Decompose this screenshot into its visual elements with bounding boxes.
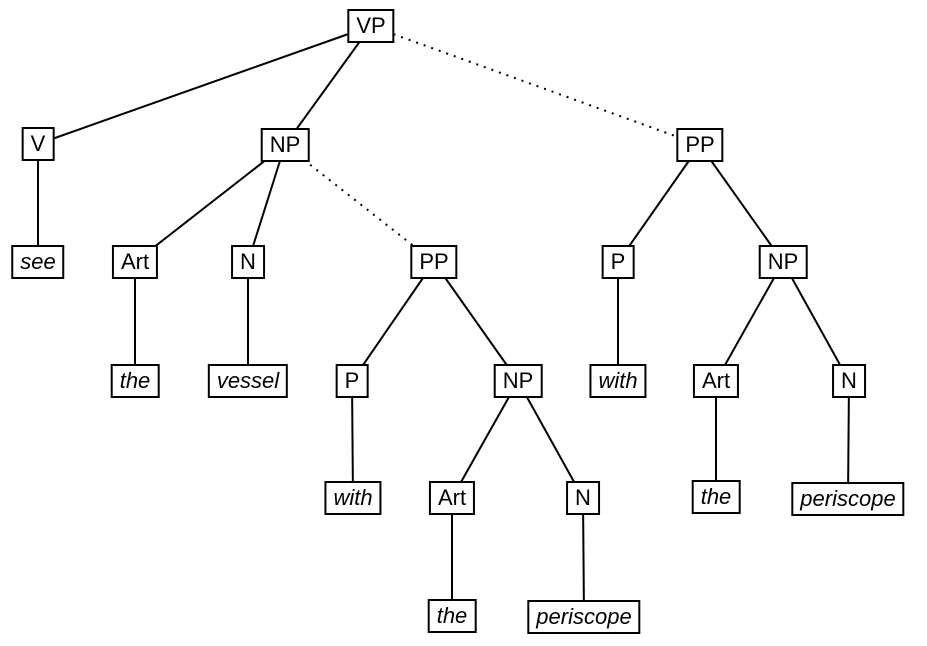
tree-edge-np1-art1 [134,144,286,263]
tree-edge-np_right-art_right [715,261,784,382]
tree-edge-n_mid-peri_mid [582,497,585,618]
tree-node-np_mid: NP [493,364,543,398]
tree-node-art_right: Art [692,364,740,398]
tree-edge-np_mid-n_mid [517,380,584,499]
tree-node-the1: the [110,364,160,398]
tree-node-with_mid: with [324,481,382,515]
tree-node-the_right: the [691,480,741,514]
tree-node-v: V [21,127,55,161]
tree-edge-np_mid-art_mid [451,380,519,499]
tree-node-np1: NP [260,128,310,162]
tree-node-p_right: P [601,245,635,279]
tree-node-with_right: with [589,364,647,398]
tree-edge-vp-v [37,25,372,145]
tree-node-art_mid: Art [428,481,476,515]
tree-edge-np_right-n_right [782,261,850,382]
tree-node-vessel: vessel [207,364,289,398]
tree-edge-pp_mid-np_mid [433,261,519,382]
tree-edge-pp_right-p_right [617,144,701,263]
tree-node-vp: VP [347,9,395,43]
tree-node-pp_right: PP [676,128,724,162]
tree-node-np_right: NP [758,245,808,279]
tree-edge-np1-n1 [247,144,286,263]
tree-node-n1: N [231,245,265,279]
tree-edge-vp-np1 [284,25,372,146]
tree-edge-pp_mid-p_mid [351,261,435,382]
tree-node-see: see [11,245,65,279]
tree-edge-n_right-peri_right [847,380,850,500]
tree-node-peri_right: periscope [791,482,905,516]
tree-edge-pp_right-np_right [699,144,784,263]
tree-node-n_mid: N [566,481,600,515]
tree-edge-p_mid-with_mid [351,380,354,499]
tree-edge-vp-pp_right [370,25,701,146]
tree-node-n_right: N [832,364,866,398]
tree-node-peri_mid: periscope [527,600,641,634]
tree-node-art1: Art [111,245,159,279]
tree-node-the_mid: the [427,599,477,633]
tree-node-p_mid: P [335,364,369,398]
tree-node-pp_mid: PP [410,245,458,279]
